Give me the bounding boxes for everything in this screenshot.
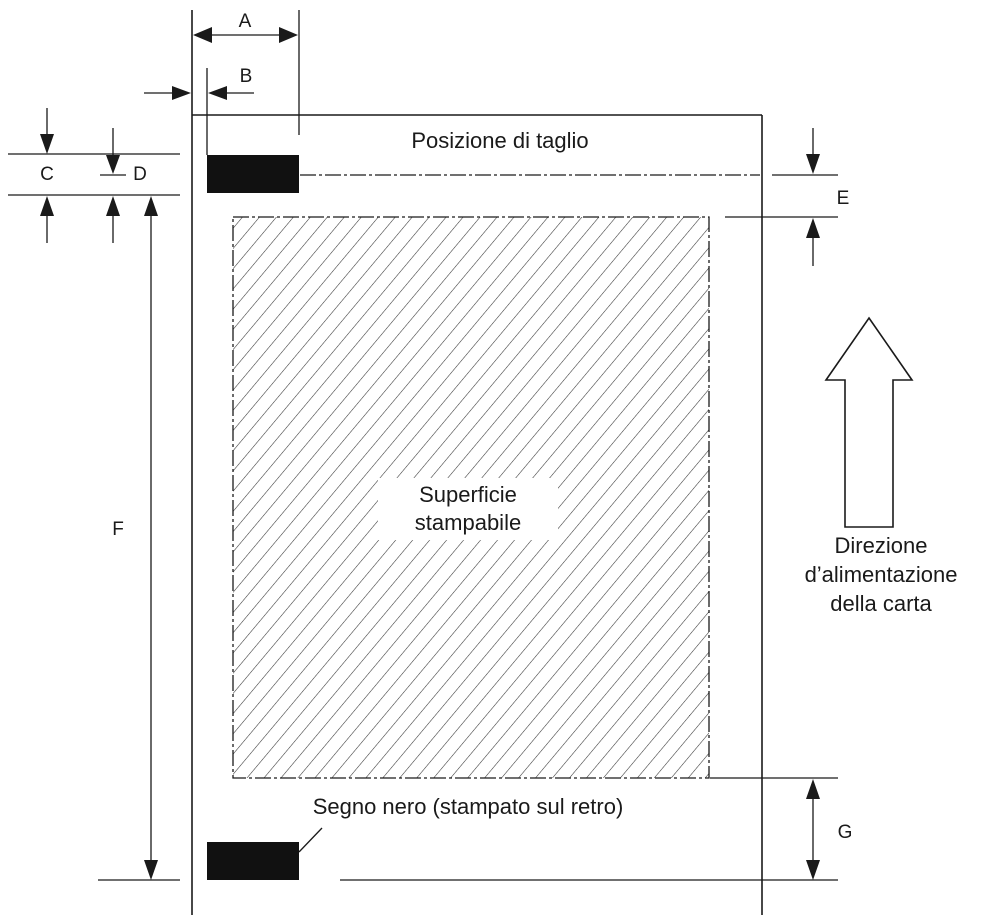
printable-area-label-line2: stampabile xyxy=(415,510,521,535)
dim-a-arrow-right xyxy=(279,27,298,43)
dim-a-arrow-left xyxy=(193,27,212,43)
dim-c-arrow-top xyxy=(40,134,54,154)
dim-b-arrow-left xyxy=(172,86,191,100)
black-mark-leader xyxy=(298,827,323,853)
dim-f-arrow-bottom xyxy=(144,860,158,880)
dim-a-label: A xyxy=(239,11,252,32)
dim-f-arrow-top xyxy=(144,196,158,216)
dim-f-label: F xyxy=(112,519,124,540)
dim-b-arrow-right xyxy=(208,86,227,100)
feed-direction-label-line1: Direzione xyxy=(835,533,928,558)
printable-area-label-line1: Superficie xyxy=(419,482,517,507)
black-mark-label: Segno nero (stampato sul retro) xyxy=(313,794,624,819)
feed-direction-label-line2: d’alimentazione xyxy=(805,562,958,587)
dim-d-arrow-bottom xyxy=(106,196,120,216)
feed-direction-arrow-icon xyxy=(824,316,914,528)
dim-d-arrow-top xyxy=(106,155,120,174)
dim-e-label: E xyxy=(837,188,850,209)
cut-position-label: Posizione di taglio xyxy=(411,128,588,153)
printable-area-border xyxy=(232,216,710,779)
top-black-mark xyxy=(207,155,299,193)
dim-g-arrow-bottom xyxy=(806,860,820,880)
dim-g-arrow-top xyxy=(806,779,820,799)
feed-direction-label-line3: della carta xyxy=(830,591,932,616)
printable-area-label-bg xyxy=(378,478,558,540)
dim-c-label: C xyxy=(40,164,54,185)
dim-d-label: D xyxy=(133,164,147,185)
dim-e-arrow-bottom xyxy=(806,218,820,238)
bottom-black-mark xyxy=(207,842,299,880)
dim-b-label: B xyxy=(240,66,253,87)
dim-c-arrow-bottom xyxy=(40,196,54,216)
dim-g-label: G xyxy=(838,822,853,843)
dim-e-arrow-top xyxy=(806,154,820,174)
